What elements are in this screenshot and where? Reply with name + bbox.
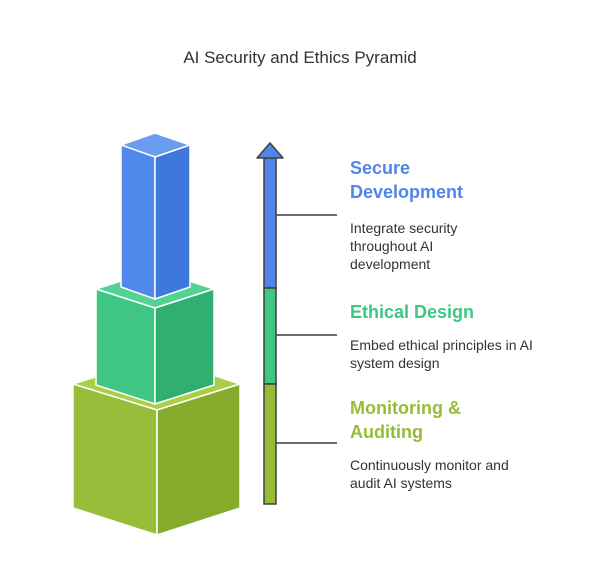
- level-heading-ethical-design: Ethical Design: [350, 302, 475, 322]
- arrow-head-icon: [256, 142, 284, 159]
- bottom-block-right-face: [156, 383, 241, 536]
- diagram-title: AI Security and Ethics Pyramid: [183, 48, 417, 67]
- top-block: [120, 132, 191, 300]
- top-block-left-face: [120, 144, 156, 300]
- arrow-segment-bottom: [263, 383, 277, 505]
- level-description-ethical-design: Embed ethical principles in AI system de…: [350, 337, 533, 371]
- level-heading-monitoring-auditing: Monitoring & Auditing: [350, 398, 461, 442]
- level-description-monitoring-auditing: Continuously monitor and audit AI system…: [350, 457, 509, 491]
- bottom-block-left-face: [72, 383, 158, 536]
- level-heading-secure-development: Secure Development: [350, 158, 464, 202]
- top-block-right-face: [154, 144, 191, 300]
- arrow-segment-top: [263, 157, 277, 289]
- level-description-secure-development: Integrate security throughout AI develop…: [350, 220, 458, 272]
- middle-block-left-face: [95, 288, 156, 405]
- arrow-segment-middle: [263, 287, 277, 385]
- middle-block-right-face: [154, 288, 215, 405]
- level-arrow: [256, 142, 284, 505]
